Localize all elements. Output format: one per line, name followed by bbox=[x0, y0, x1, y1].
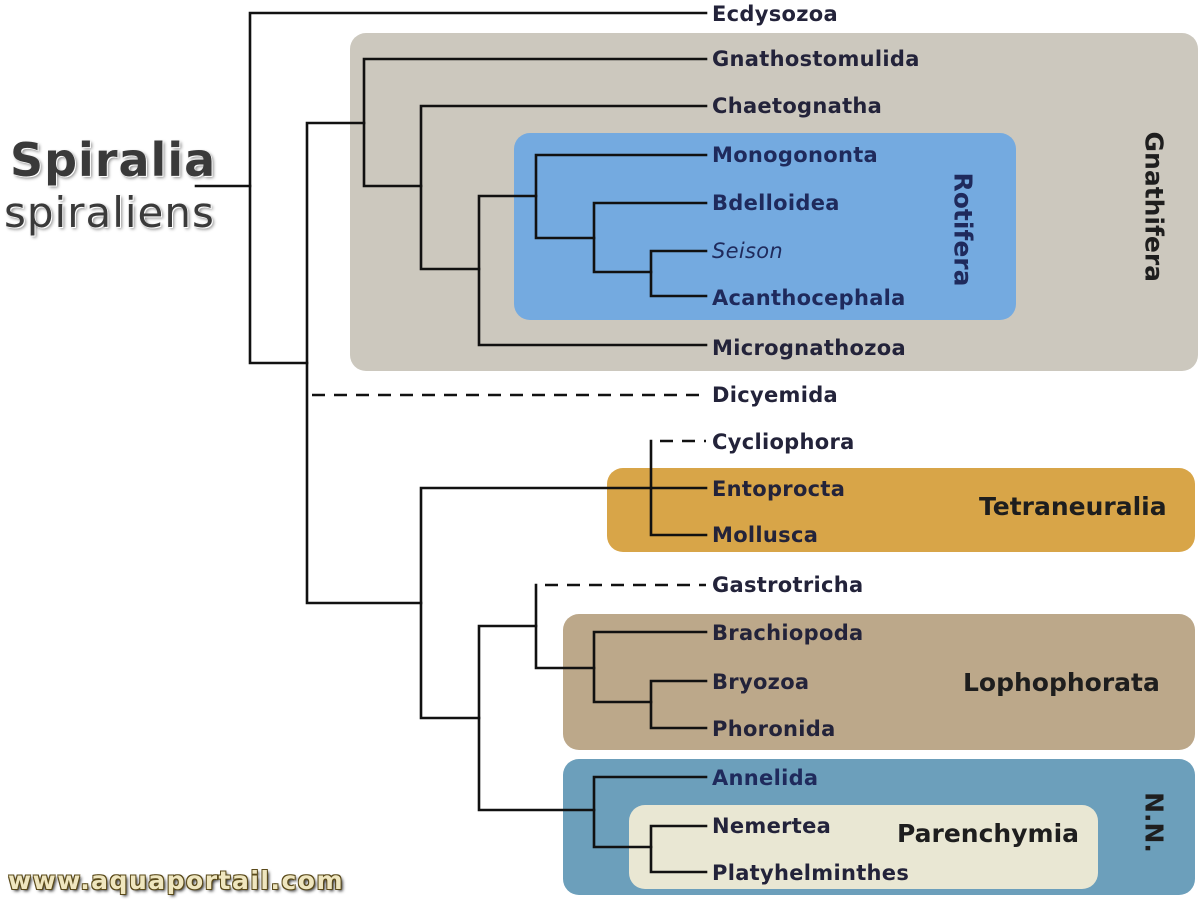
branch-bdelloidea-node bbox=[592, 201, 708, 274]
taxon-bryozoa: Bryozoa bbox=[712, 670, 810, 694]
parenchymia-panel bbox=[629, 805, 1098, 889]
branch-bryozoa-node bbox=[649, 679, 708, 730]
group-label-nn: N.N. bbox=[1139, 792, 1169, 853]
branch-chaetognatha-node bbox=[419, 104, 708, 271]
taxon-annelida: Annelida bbox=[712, 766, 819, 790]
group-label-lophophorata: Lophophorata bbox=[963, 668, 1160, 697]
branch-spiralia bbox=[305, 121, 423, 605]
branch-nn bbox=[592, 775, 708, 849]
taxon-bdelloidea: Bdelloidea bbox=[712, 191, 840, 215]
taxon-acanthocephala: Acanthocephala bbox=[712, 286, 906, 310]
branch-parenchymia bbox=[649, 824, 708, 874]
branch-lower-node bbox=[419, 486, 653, 720]
watermark: www.aquaportail.com bbox=[8, 866, 345, 895]
taxon-gastrotricha: Gastrotricha bbox=[712, 573, 864, 597]
taxon-ecdysozoa: Ecdysozoa bbox=[712, 2, 838, 26]
branch-lophophorata bbox=[592, 630, 708, 704]
taxon-seison: Seison bbox=[712, 239, 783, 263]
group-label-parenchymia: Parenchymia bbox=[897, 819, 1080, 848]
taxon-dicyemida: Dicyemida bbox=[712, 383, 838, 407]
branch-lophotroch-node bbox=[477, 624, 596, 812]
group-label-tetraneuralia: Tetraneuralia bbox=[979, 492, 1167, 521]
tetraneuralia-panel bbox=[607, 468, 1195, 552]
taxon-gnathostomulida: Gnathostomulida bbox=[712, 47, 920, 71]
branch-seison-node bbox=[649, 249, 708, 298]
branch-monogononta-node bbox=[534, 153, 708, 240]
branch-gnathifera bbox=[362, 57, 708, 188]
group-label-gnathifera: Gnathifera bbox=[1139, 131, 1169, 283]
taxon-phoronida: Phoronida bbox=[712, 717, 836, 741]
taxon-nemertea: Nemertea bbox=[712, 814, 832, 838]
branch-tetraneuralia bbox=[649, 439, 708, 537]
taxon-mollusca: Mollusca bbox=[712, 523, 819, 547]
branch-rotifera-node bbox=[477, 194, 708, 347]
diagram-title: Spiralia bbox=[10, 133, 217, 187]
branch-gastrotricha-node bbox=[534, 583, 596, 670]
taxon-chaetognatha: Chaetognatha bbox=[712, 94, 883, 118]
diagram-subtitle: spiraliens bbox=[4, 188, 215, 237]
taxon-cycliophora: Cycliophora bbox=[712, 430, 855, 454]
taxon-monogononta: Monogononta bbox=[712, 143, 878, 167]
rotifera-panel bbox=[514, 133, 1016, 320]
taxon-entoprocta: Entoprocta bbox=[712, 477, 846, 501]
group-label-rotifera: Rotifera bbox=[948, 172, 978, 287]
branch-root bbox=[248, 11, 708, 365]
taxon-micrognathozoa: Micrognathozoa bbox=[712, 336, 906, 360]
taxon-platyhelminthes: Platyhelminthes bbox=[712, 861, 910, 885]
taxon-brachiopoda: Brachiopoda bbox=[712, 621, 864, 645]
